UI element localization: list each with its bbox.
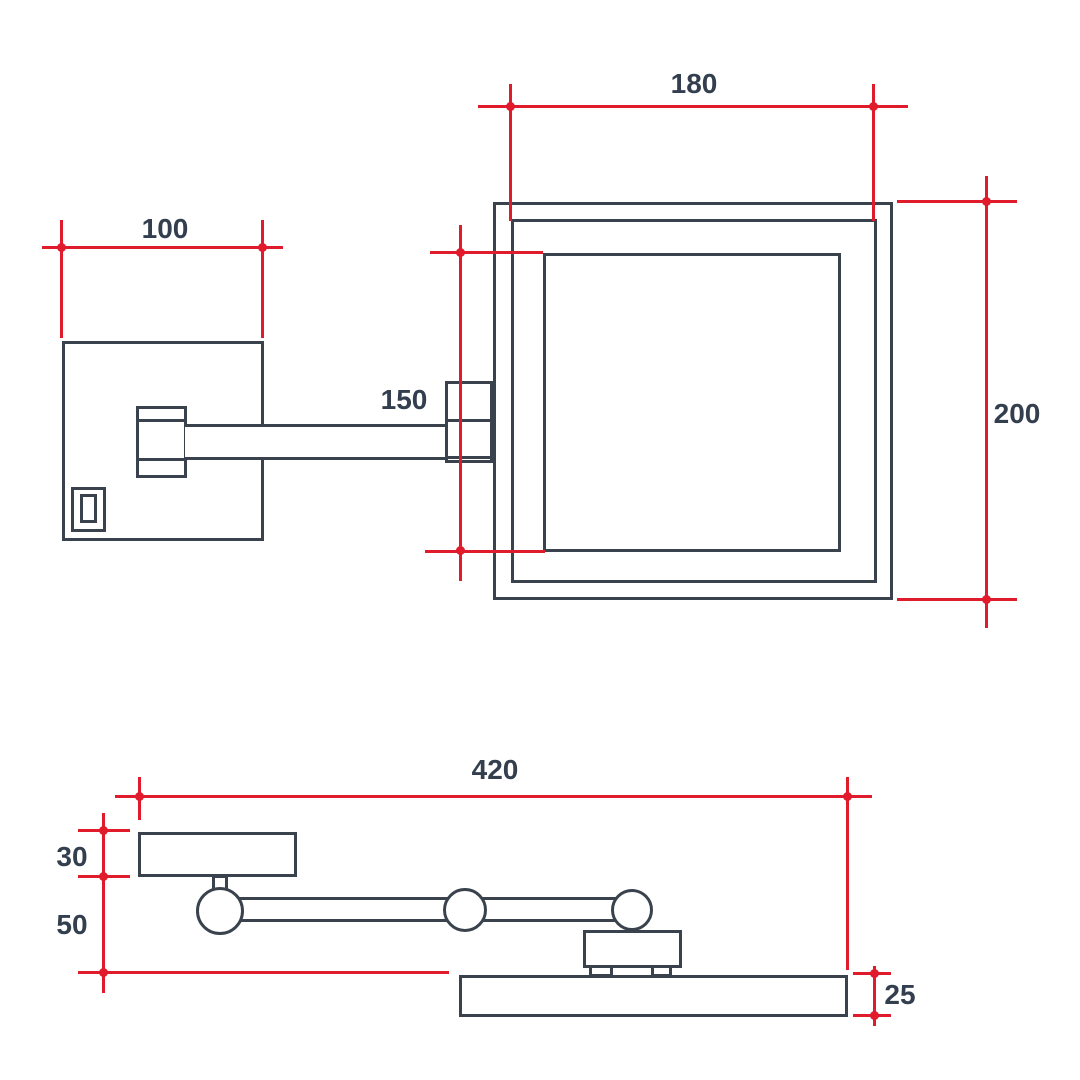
dim-180-ext-right [872, 84, 875, 221]
dim-180-ext-left [509, 84, 512, 221]
dim-tick-dot [99, 826, 108, 835]
connector-line-bottom [447, 456, 491, 459]
mirror-glass [543, 253, 841, 552]
dim-150-label: 150 [380, 384, 428, 415]
hinge-block-line-top [137, 419, 186, 422]
arm-side [235, 897, 635, 922]
dim-420-line [115, 795, 872, 798]
joint-circle-2 [443, 888, 487, 932]
connector-block [445, 381, 493, 463]
arm-front [185, 424, 447, 460]
dim-200-line [985, 176, 988, 628]
dim-tick-dot [456, 546, 465, 555]
dim-tick-dot [258, 243, 267, 252]
dim-100-line [42, 246, 283, 249]
hinge-block-line-bottom [137, 458, 186, 461]
hinge-block [136, 406, 187, 478]
dim-tick-dot [869, 102, 878, 111]
dim-tick-dot [506, 102, 515, 111]
dim-tick-dot [99, 872, 108, 881]
dim-50-baseline [78, 971, 449, 974]
mirror-slab-side [459, 975, 848, 1017]
dim-tick-dot [870, 969, 879, 978]
dim-100-ext-left [60, 220, 63, 338]
dim-tick-dot [135, 792, 144, 801]
dim-180-line [478, 105, 908, 108]
connector-line-top [447, 419, 491, 422]
dim-150-tick-bottom [425, 550, 545, 553]
dim-200-tick-top [897, 200, 1017, 203]
dim-200-label: 200 [993, 398, 1041, 429]
dim-25-line [873, 966, 876, 1026]
dim-tick-dot [456, 248, 465, 257]
dim-30-50-line [102, 813, 105, 993]
dim-150-tick-top [430, 251, 543, 254]
dim-420-ext-right [846, 777, 849, 970]
joint-circle-1 [196, 887, 244, 935]
dim-30-label: 30 [56, 841, 88, 872]
dim-tick-dot [843, 792, 852, 801]
dim-tick-dot [982, 595, 991, 604]
dim-tick-dot [99, 968, 108, 977]
dim-tick-dot [57, 243, 66, 252]
dim-tick-dot [982, 197, 991, 206]
dim-100-label: 100 [141, 213, 189, 244]
dim-150-line [459, 225, 462, 581]
dim-180-label: 180 [670, 68, 718, 99]
joint-circle-3 [611, 889, 653, 931]
dim-tick-dot [870, 1011, 879, 1020]
wall-plate-side [138, 832, 297, 877]
dim-50-label: 50 [56, 909, 88, 940]
dim-200-tick-bottom [897, 598, 1017, 601]
dim-100-ext-right [261, 220, 264, 338]
dim-25-label: 25 [884, 979, 916, 1010]
switch-inner [80, 494, 97, 523]
dim-420-label: 420 [471, 754, 519, 785]
mirror-mount-block [583, 930, 682, 968]
